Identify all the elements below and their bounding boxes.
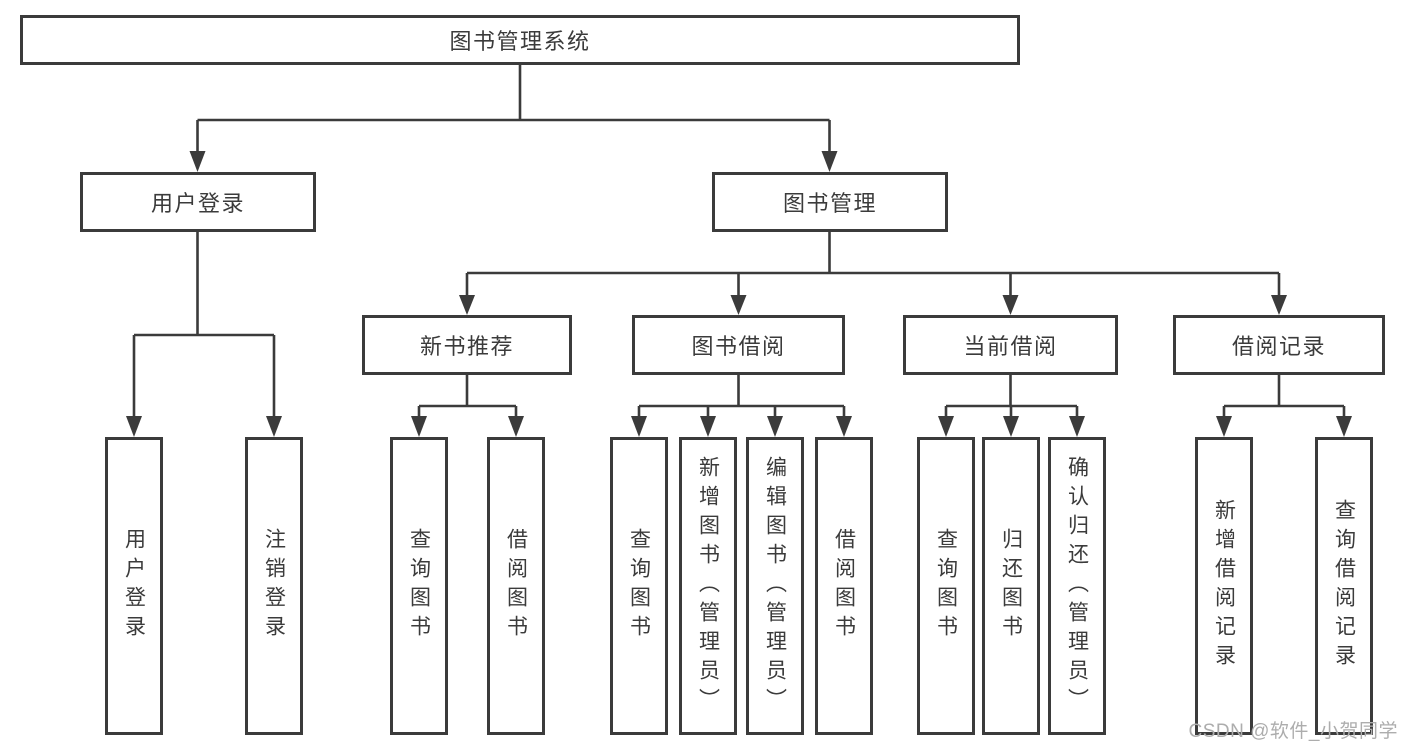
csdn-watermark: CSDN @软件_小贺同学 bbox=[1188, 721, 1398, 742]
node-label: 图书管理系统 bbox=[449, 29, 591, 54]
arrowhead-icon bbox=[821, 151, 838, 172]
arrowhead-icon bbox=[411, 416, 427, 437]
node-label: 注销登录 bbox=[262, 528, 286, 644]
arrowhead-icon bbox=[266, 416, 282, 437]
leaf-query-books-1: 查询图书 bbox=[390, 437, 448, 735]
node-book-borrow: 图书借阅 bbox=[632, 315, 845, 375]
node-borrow-records: 借阅记录 bbox=[1173, 315, 1385, 375]
node-book-management: 图书管理 bbox=[712, 172, 948, 232]
arrowhead-icon bbox=[700, 416, 716, 437]
node-label: 新书推荐 bbox=[419, 334, 514, 359]
node-label: 借阅图书 bbox=[832, 528, 856, 644]
leaf-query-borrow-record: 查询借阅记录 bbox=[1315, 437, 1373, 735]
leaf-add-borrow-record: 新增借阅记录 bbox=[1195, 437, 1253, 735]
leaf-edit-book-admin: 编辑图书（管理员） bbox=[746, 437, 804, 735]
node-new-book-recommend: 新书推荐 bbox=[362, 315, 572, 375]
leaf-query-books-3: 查询图书 bbox=[917, 437, 975, 735]
node-label: 用户登录 bbox=[150, 191, 245, 216]
node-label: 借阅记录 bbox=[1231, 334, 1326, 359]
arrowhead-icon bbox=[1216, 416, 1232, 437]
node-current-borrow: 当前借阅 bbox=[903, 315, 1118, 375]
node-user-login: 用户登录 bbox=[80, 172, 316, 232]
arrowhead-icon bbox=[938, 416, 954, 437]
node-label: 新增图书（管理员） bbox=[696, 455, 720, 717]
arrowhead-icon bbox=[730, 295, 747, 315]
arrowhead-icon bbox=[1003, 416, 1019, 437]
leaf-return-book: 归还图书 bbox=[982, 437, 1040, 735]
arrowhead-icon bbox=[508, 416, 524, 437]
node-label: 图书借阅 bbox=[691, 334, 786, 359]
node-label: 编辑图书（管理员） bbox=[763, 455, 787, 717]
node-label: 查询图书 bbox=[934, 528, 958, 644]
node-label: 借阅图书 bbox=[504, 528, 528, 644]
leaf-confirm-return-admin: 确认归还（管理员） bbox=[1048, 437, 1106, 735]
arrowhead-icon bbox=[767, 416, 783, 437]
leaf-user-login: 用户登录 bbox=[105, 437, 163, 735]
leaf-borrow-books-2: 借阅图书 bbox=[815, 437, 873, 735]
node-label: 查询图书 bbox=[627, 528, 651, 644]
arrowhead-icon bbox=[1271, 295, 1287, 315]
leaf-logout: 注销登录 bbox=[245, 437, 303, 735]
arrowhead-icon bbox=[836, 416, 852, 437]
node-label: 查询借阅记录 bbox=[1332, 499, 1356, 673]
arrowhead-icon bbox=[1002, 295, 1019, 315]
node-label: 用户登录 bbox=[122, 528, 146, 644]
arrowhead-icon bbox=[1069, 416, 1085, 437]
leaf-query-books-2: 查询图书 bbox=[610, 437, 668, 735]
node-label: 图书管理 bbox=[782, 191, 877, 216]
node-label: 新增借阅记录 bbox=[1212, 499, 1236, 673]
arrowhead-icon bbox=[1336, 416, 1352, 437]
leaf-add-book-admin: 新增图书（管理员） bbox=[679, 437, 737, 735]
leaf-borrow-books-1: 借阅图书 bbox=[487, 437, 545, 735]
node-label: 归还图书 bbox=[999, 528, 1023, 644]
node-label: 查询图书 bbox=[407, 528, 431, 644]
arrowhead-icon bbox=[126, 416, 142, 437]
arrowhead-icon bbox=[459, 295, 475, 315]
node-root: 图书管理系统 bbox=[20, 15, 1020, 65]
node-label: 当前借阅 bbox=[963, 334, 1058, 359]
arrowhead-icon bbox=[631, 416, 647, 437]
node-label: 确认归还（管理员） bbox=[1065, 455, 1089, 717]
arrowhead-icon bbox=[189, 151, 206, 172]
